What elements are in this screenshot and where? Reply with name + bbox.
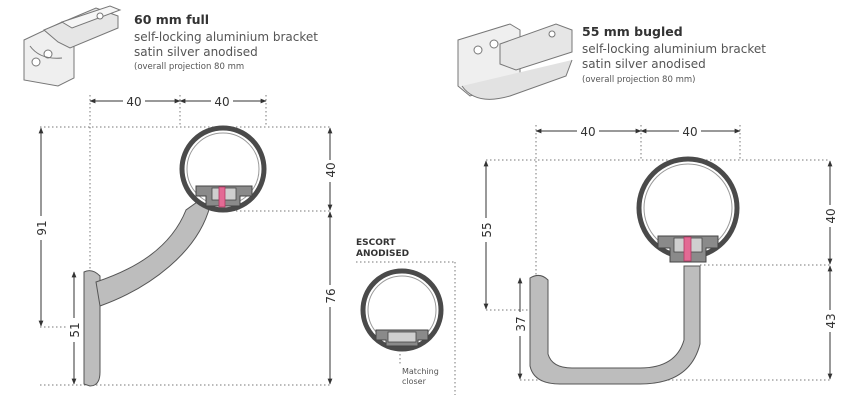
right-bracket-thumbnail [457, 23, 573, 100]
escort-title-line2: ANODISED [356, 249, 410, 259]
escort-caption-line1: Matching [402, 367, 439, 376]
right-bracket-profile [529, 156, 740, 385]
left-dim-total-h: 91 [35, 220, 49, 235]
right-dim-top-b: 40 [682, 125, 697, 139]
escort-caption: Matching closer [402, 367, 439, 387]
right-dim-rail-h: 40 [824, 208, 838, 223]
right-desc-line2: satin silver anodised [582, 57, 706, 71]
left-desc-line1: self-locking aluminium bracket [134, 30, 318, 44]
right-dim-lower-h: 43 [824, 313, 838, 328]
escort-title-line1: ESCORT [356, 238, 396, 248]
escort-profile [360, 268, 444, 352]
left-dim-lower-h: 76 [324, 288, 338, 303]
left-dim-rail-h: 40 [324, 162, 338, 177]
escort-guides [356, 261, 456, 395]
left-bracket-thumbnail [23, 5, 122, 87]
right-dim-top-a: 40 [580, 125, 595, 139]
right-desc-line1: self-locking aluminium bracket [582, 42, 766, 56]
right-title: 55 mm bugled [582, 24, 683, 39]
right-dim-base-h: 37 [514, 316, 528, 331]
right-dim-55: 55 [480, 222, 494, 237]
right-note: (overall projection 80 mm) [582, 75, 696, 85]
right-dimension-labels: 40 40 55 37 40 43 [478, 124, 838, 336]
left-dim-top-b: 40 [214, 95, 229, 109]
left-dimension-labels: 40 40 91 51 40 76 [33, 94, 338, 342]
left-note: (overall projection 80 mm [134, 62, 245, 72]
left-dim-top-a: 40 [126, 95, 141, 109]
left-dim-base-h: 51 [68, 322, 82, 337]
left-bracket-profile [83, 125, 267, 387]
left-desc-line2: satin silver anodised [134, 45, 258, 59]
escort-title: ESCORT ANODISED [356, 238, 409, 260]
left-title: 60 mm full [134, 12, 210, 27]
escort-caption-line2: closer [402, 377, 426, 386]
